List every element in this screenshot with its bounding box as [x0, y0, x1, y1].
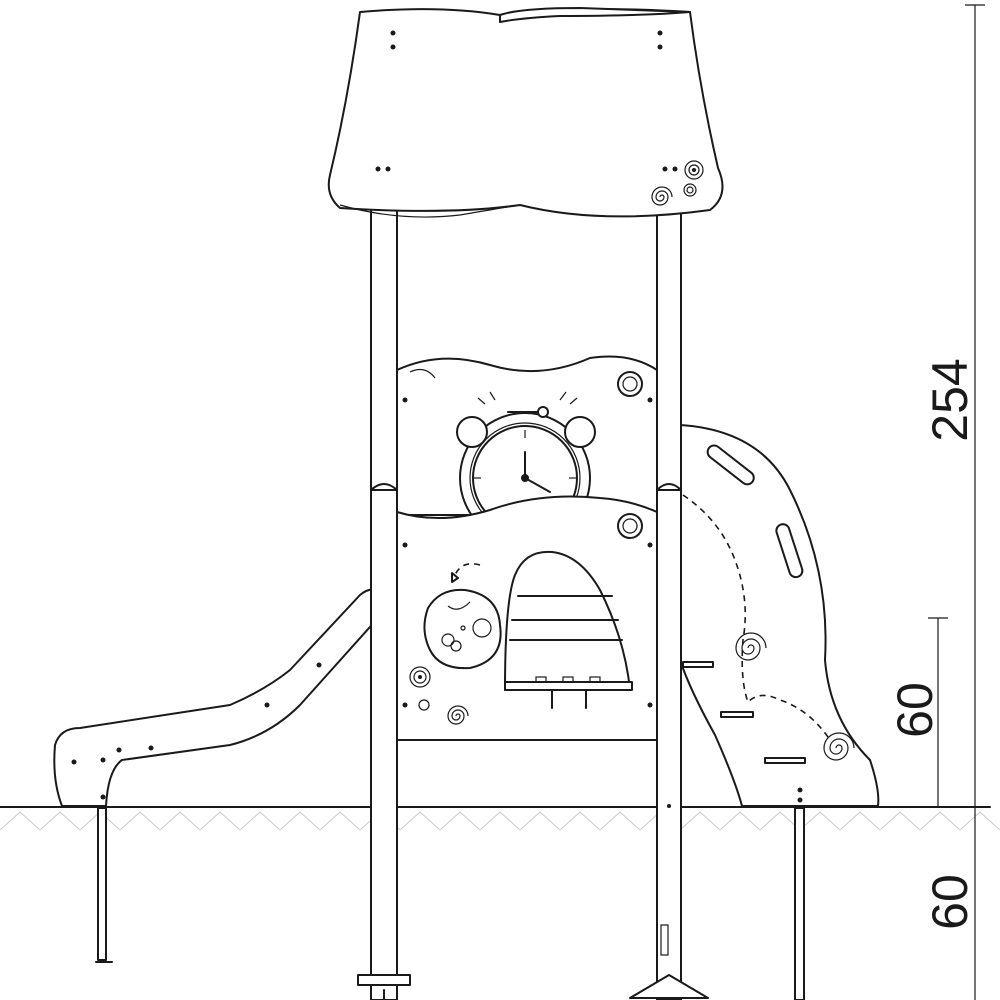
- dimension-foundation-depth: 60: [922, 807, 978, 1000]
- lower-panel: [396, 495, 658, 741]
- dimension-platform-height: 60: [887, 617, 948, 808]
- spiral-hold-upper: [735, 632, 767, 661]
- spiral-hold-lower: [823, 732, 855, 761]
- slide: [53, 588, 383, 963]
- climbing-steps: [682, 661, 806, 764]
- fruit-plate-icon: [423, 562, 502, 670]
- roof: [327, 7, 724, 218]
- total-height-label: 254: [922, 358, 978, 441]
- platform-height-label: 60: [887, 682, 943, 738]
- dimension-total-height: 254: [922, 4, 985, 808]
- foundation-depth-label: 60: [922, 874, 978, 930]
- ground-hatching: [0, 811, 1000, 831]
- climbing-wall: [679, 424, 880, 1000]
